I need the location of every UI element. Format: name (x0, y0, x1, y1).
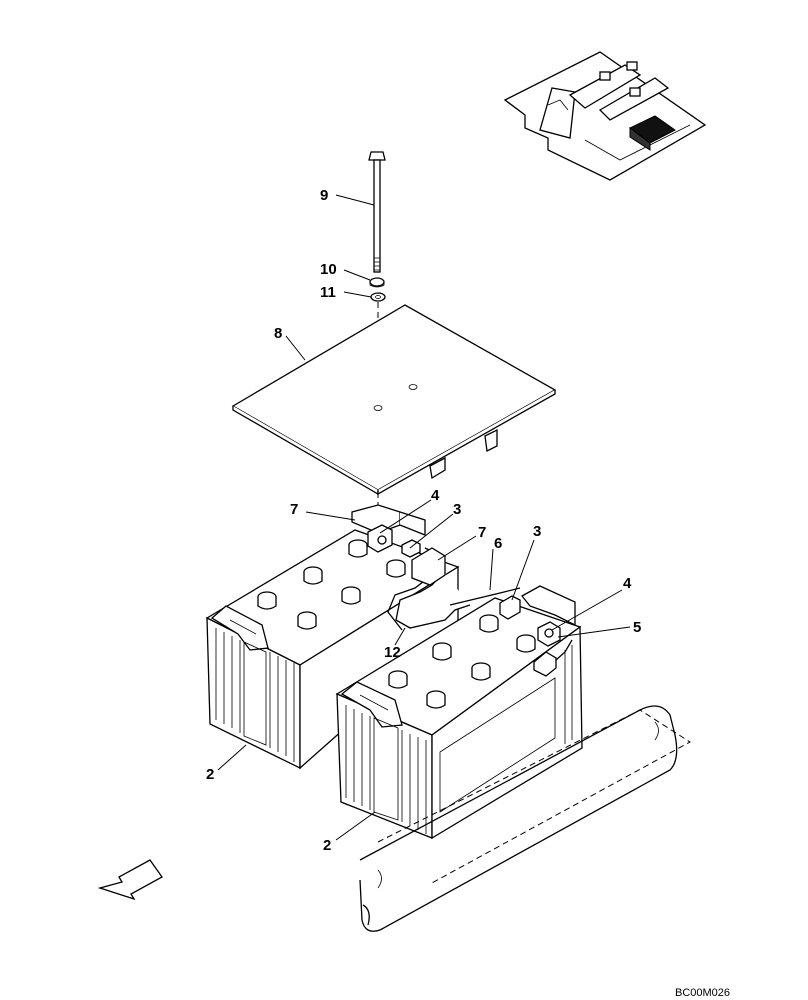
callout-10: 10 (320, 261, 337, 278)
callout-9: 9 (320, 187, 328, 204)
callout-7-left: 7 (290, 501, 298, 518)
washer (370, 292, 386, 302)
leader-lines (217, 194, 631, 841)
figure-code: BC00M026 (675, 987, 730, 999)
battery-right (335, 585, 583, 840)
callout-4-left: 4 (431, 487, 440, 504)
battery-clamp-bolt (368, 151, 386, 273)
callout-12: 12 (384, 644, 401, 661)
callout-6: 6 (494, 535, 502, 552)
location-inset (503, 51, 707, 181)
callout-3-right: 3 (533, 523, 541, 540)
nut (369, 277, 385, 288)
callout-3-left: 3 (453, 501, 461, 518)
callout-labels: 9 10 11 8 7 4 3 7 6 3 4 5 12 2 2 (206, 187, 641, 854)
callout-2-left: 2 (206, 766, 214, 783)
battery-cover (231, 304, 557, 496)
callout-7-right: 7 (478, 524, 486, 541)
callout-4-right: 4 (623, 575, 632, 592)
callout-2-right: 2 (323, 837, 331, 854)
machine-frame (359, 705, 691, 932)
callout-5: 5 (633, 619, 641, 636)
callout-11: 11 (320, 284, 336, 301)
callout-8: 8 (274, 325, 282, 342)
front-direction-arrow (97, 859, 163, 901)
connecting-cable (387, 547, 521, 631)
